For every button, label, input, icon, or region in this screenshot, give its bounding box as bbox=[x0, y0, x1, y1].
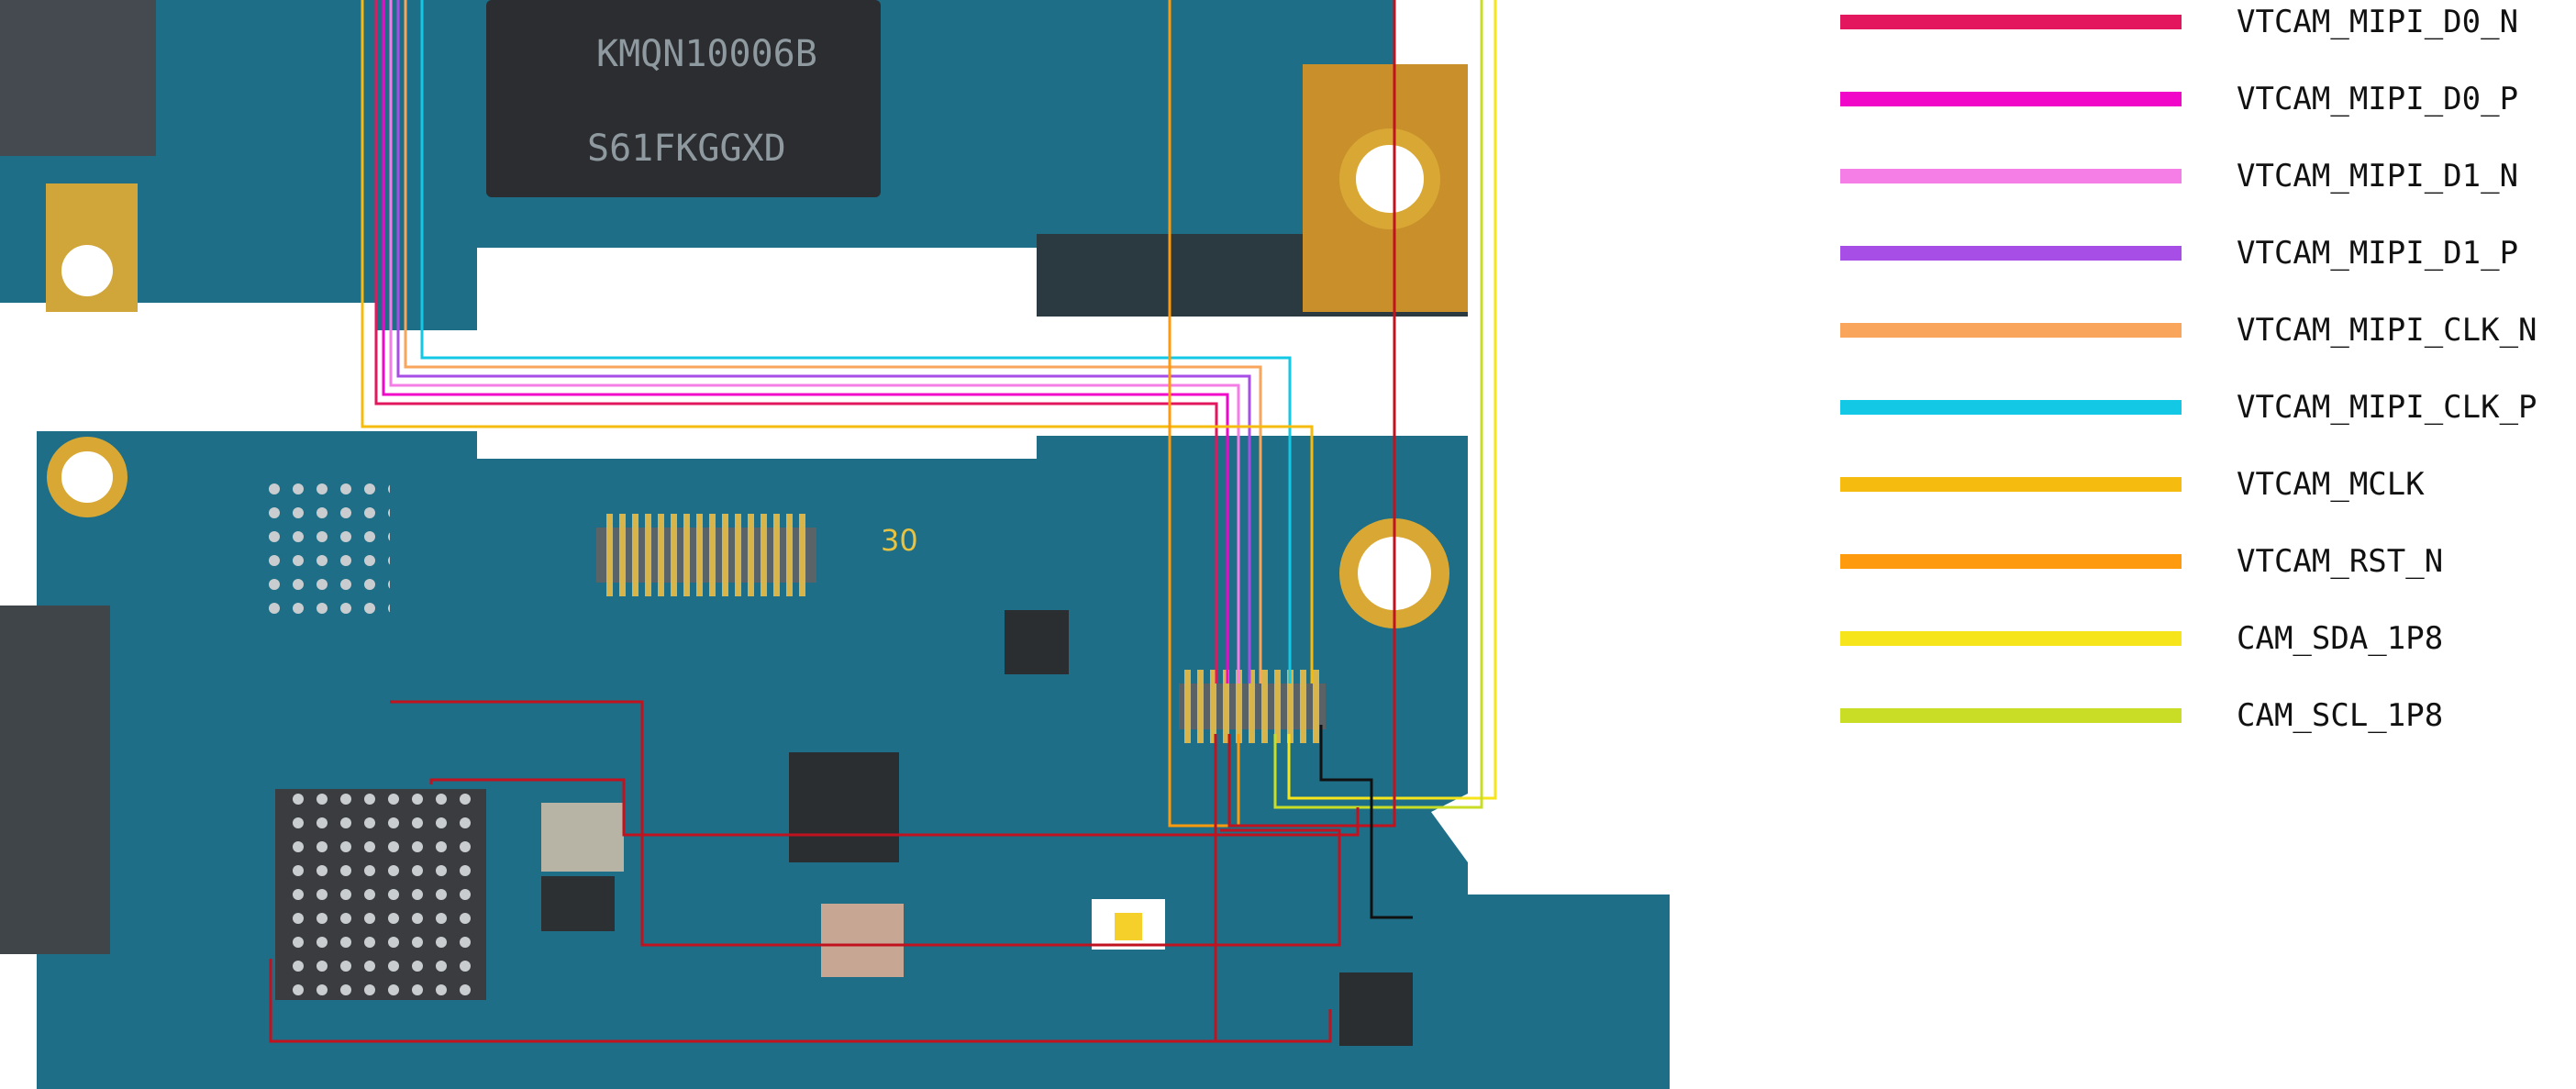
legend-item: VTCAM_MCLK bbox=[1835, 462, 2569, 508]
lower-left-hole bbox=[47, 437, 128, 517]
legend-item: CAM_SCL_1P8 bbox=[1835, 694, 2569, 739]
legend-swatch bbox=[1840, 323, 2182, 338]
trace-vtcam-mipi-d0-p bbox=[382, 0, 1229, 683]
trace-power-loop-2 bbox=[429, 778, 1360, 837]
legend-label: VTCAM_MIPI_D0_P bbox=[2237, 81, 2519, 117]
chip-marking-line2: S61FKGGXD bbox=[587, 128, 786, 170]
legend-swatch bbox=[1840, 631, 2182, 646]
connector-pins bbox=[601, 514, 812, 596]
legend-swatch bbox=[1840, 246, 2182, 261]
trace-vtcam-mclk bbox=[361, 0, 1314, 683]
trace-power-loop-1 bbox=[390, 700, 1341, 947]
legend: VTCAM_MIPI_D0_N VTCAM_MIPI_D0_P VTCAM_MI… bbox=[1835, 0, 2569, 752]
ic-center-right bbox=[1005, 610, 1069, 674]
legend-swatch bbox=[1840, 400, 2182, 415]
legend-label: VTCAM_MCLK bbox=[2237, 466, 2425, 503]
trace-vtcam-mipi-d0-n bbox=[374, 0, 1218, 683]
inductor-1 bbox=[541, 803, 624, 872]
legend-item: CAM_SDA_1P8 bbox=[1835, 617, 2569, 662]
legend-label: VTCAM_MIPI_CLK_P bbox=[2237, 389, 2537, 426]
legend-label: CAM_SCL_1P8 bbox=[2237, 697, 2444, 734]
trace-vtcam-mipi-clk-n bbox=[404, 0, 1262, 683]
chip-marking-line1: KMQN10006B bbox=[596, 33, 817, 75]
signal-traces bbox=[269, 0, 1497, 1043]
upper-mounting-hole bbox=[1339, 128, 1440, 229]
legend-swatch bbox=[1840, 477, 2182, 492]
legend-label: VTCAM_MIPI_D1_P bbox=[2237, 235, 2519, 272]
legend-label: VTCAM_RST_N bbox=[2237, 543, 2444, 580]
legend-swatch bbox=[1840, 15, 2182, 29]
trace-vtcam-rst-n bbox=[1168, 0, 1240, 828]
legend-item: VTCAM_MIPI_D1_N bbox=[1835, 154, 2569, 200]
legend-item: VTCAM_MIPI_D0_P bbox=[1835, 77, 2569, 123]
trace-power-loop-3 bbox=[269, 959, 1332, 1043]
trace-cam-sda-1p8 bbox=[1287, 0, 1497, 800]
ic-center bbox=[789, 752, 899, 862]
camera-flex-connector-pins bbox=[1183, 670, 1321, 743]
left-side-connector bbox=[0, 606, 110, 954]
legend-item: VTCAM_MIPI_D1_P bbox=[1835, 231, 2569, 277]
legend-label: VTCAM_MIPI_D0_N bbox=[2237, 4, 2519, 40]
legend-label: CAM_SDA_1P8 bbox=[2237, 620, 2444, 657]
trace-cam-scl-1p8 bbox=[1273, 0, 1483, 809]
trace-vtcam-mipi-clk-p bbox=[420, 0, 1292, 683]
legend-item: VTCAM_RST_N bbox=[1835, 539, 2569, 585]
upper-left-hole bbox=[61, 245, 113, 296]
legend-label: VTCAM_MIPI_D1_N bbox=[2237, 158, 2519, 194]
emmc-chip bbox=[486, 0, 881, 197]
trace-ground bbox=[1319, 725, 1413, 919]
trace-vtcam-mipi-d1-p bbox=[396, 0, 1251, 683]
trace-power-rail bbox=[1227, 0, 1396, 828]
legend-swatch bbox=[1840, 92, 2182, 106]
main-bga-balls bbox=[280, 794, 483, 997]
legend-swatch bbox=[1840, 169, 2182, 183]
upper-left-connector bbox=[0, 0, 156, 156]
legend-swatch bbox=[1840, 708, 2182, 723]
bga-pattern-top bbox=[261, 477, 390, 624]
silkscreen-30: 30 bbox=[881, 523, 918, 558]
legend-swatch bbox=[1840, 554, 2182, 569]
legend-item: VTCAM_MIPI_CLK_N bbox=[1835, 308, 2569, 354]
legend-label: VTCAM_MIPI_CLK_N bbox=[2237, 312, 2537, 349]
pcb-board-diagram: KMQN10006B S61FKGGXD 30 bbox=[0, 0, 1670, 1089]
trace-vtcam-mipi-d1-n bbox=[389, 0, 1240, 683]
ic-lower-right bbox=[1339, 972, 1413, 1046]
legend-item: VTCAM_MIPI_D0_N bbox=[1835, 0, 2569, 46]
inductor-2 bbox=[541, 876, 615, 931]
legend-item: VTCAM_MIPI_CLK_P bbox=[1835, 385, 2569, 431]
inductor-3 bbox=[821, 904, 904, 977]
flash-led-core bbox=[1115, 913, 1142, 940]
